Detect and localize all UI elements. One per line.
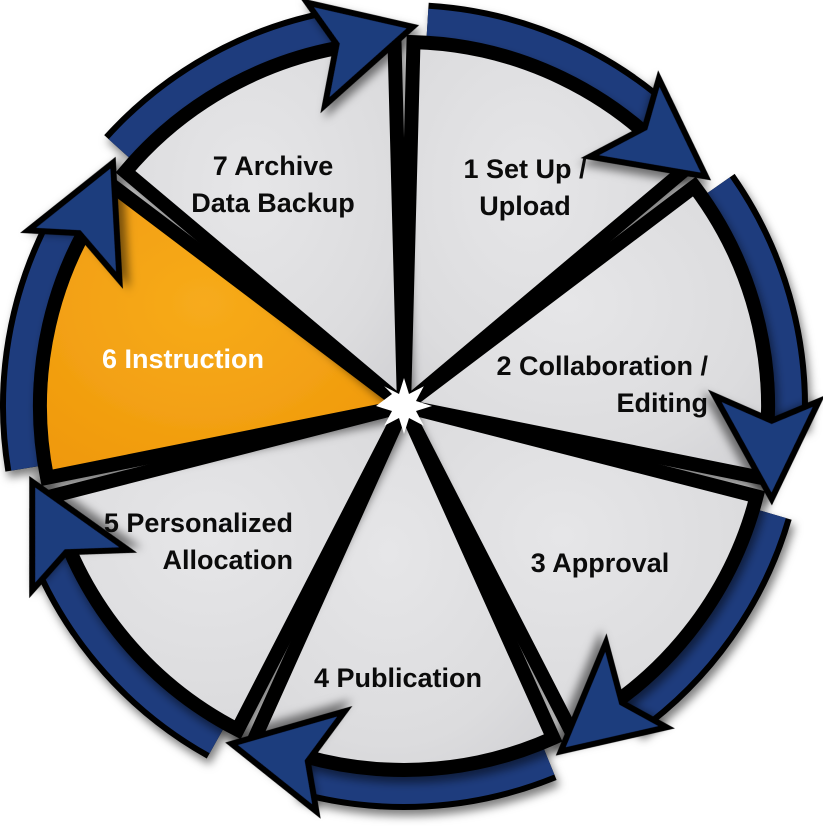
segment-5-arrowhead: [29, 476, 138, 599]
segment-4-arrowhead: [225, 706, 353, 819]
segment-2-label-line-2: Editing: [616, 388, 708, 418]
segment-2-arrowhead: [708, 389, 823, 506]
segment-7-label-line-1: 7 Archive: [212, 151, 334, 181]
segment-7-label-line-2: Data Backup: [191, 188, 355, 218]
segment-2-label-line-1: 2 Collaboration /: [496, 351, 708, 381]
arrowheads: [20, 0, 823, 819]
segment-5-label-line-1: 5 Personalized: [103, 508, 293, 538]
segment-1-label-line-2: Upload: [479, 191, 571, 221]
segment-3-label-line-1: 3 Approval: [530, 548, 670, 578]
segment-2-label: 2 Collaboration / Editing: [496, 348, 708, 422]
segment-6-label: 6 Instruction: [102, 341, 264, 378]
segment-4-label: 4 Publication: [314, 660, 482, 697]
segment-6-label-line-1: 6 Instruction: [101, 344, 265, 374]
center-star: [376, 378, 432, 434]
segment-4-label-line-1: 4 Publication: [313, 663, 483, 693]
segment-6-arrowhead: [20, 156, 123, 289]
segment-1-arrowhead: [580, 70, 712, 181]
segment-3-arrowhead: [555, 633, 675, 756]
segment-3-label: 3 Approval: [531, 545, 670, 582]
segment-7-label: 7 Archive Data Backup: [191, 148, 355, 222]
segment-1-label-line-1: 1 Set Up /: [463, 154, 587, 184]
segment-5-label: 5 Personalized Allocation: [104, 505, 293, 579]
segment-1-label: 1 Set Up / Upload: [463, 151, 586, 225]
segment-5-label-line-2: Allocation: [162, 545, 293, 575]
segment-7-arrowhead: [300, 0, 420, 114]
